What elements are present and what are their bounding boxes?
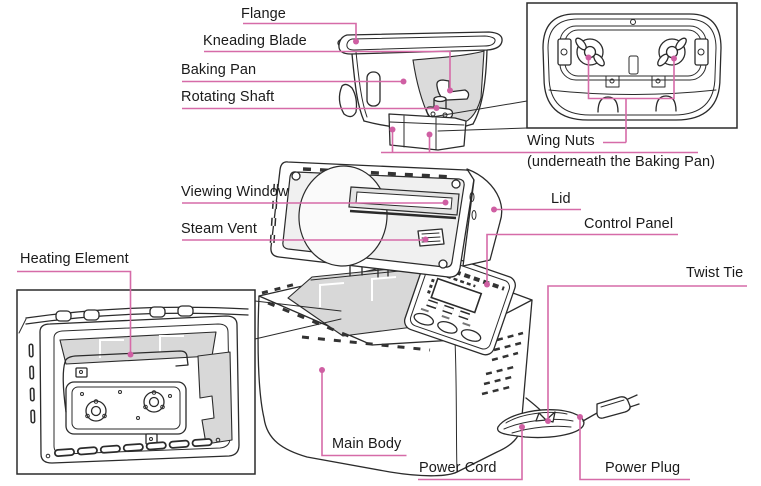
label-twist-tie: Twist Tie	[686, 265, 744, 281]
wing-nut-right	[657, 37, 687, 67]
label-main-body: Main Body	[332, 436, 402, 452]
label-viewing-window: Viewing Window	[181, 184, 289, 200]
flange-callout	[243, 22, 357, 40]
viewing-window-illustration	[348, 186, 460, 220]
control-panel-callout	[486, 233, 678, 283]
steam-vent-illustration	[417, 228, 445, 247]
wing-nuts-pan-callout	[391, 131, 431, 153]
main-body-callout	[321, 372, 407, 457]
wing-nuts-inset	[526, 2, 738, 129]
power-plug-callout	[579, 419, 690, 481]
label-power-cord: Power Cord	[419, 460, 497, 476]
inset-wedge-top-right	[431, 100, 528, 132]
power-plug-illustration	[596, 394, 640, 419]
label-kneading-blade: Kneading Blade	[203, 33, 307, 49]
twist-tie-illustration	[535, 412, 547, 422]
lid-illustration	[269, 161, 503, 278]
label-power-plug: Power Plug	[605, 460, 681, 476]
wing-nut-left	[575, 37, 605, 67]
label-baking-pan: Baking Pan	[181, 62, 257, 78]
kneading-blade-illustration	[433, 79, 470, 114]
power-cord-illustration	[496, 394, 640, 439]
inset-wedge-bottom-left	[254, 300, 342, 340]
heating-element-callout	[17, 270, 132, 353]
twist-tie-callout	[547, 285, 747, 420]
heating-element-inset	[16, 289, 256, 475]
wing-nuts-inset-callout	[587, 59, 675, 144]
label-flange: Flange	[241, 6, 286, 22]
baking-pan-illustration	[337, 31, 503, 151]
label-wing-nuts-note: (underneath the Baking Pan)	[527, 154, 716, 170]
label-rotating-shaft: Rotating Shaft	[181, 89, 275, 105]
label-lid: Lid	[551, 191, 571, 207]
label-wing-nuts: Wing Nuts	[527, 133, 595, 149]
heating-element-illustration	[62, 350, 189, 413]
label-heating-element: Heating Element	[20, 251, 129, 267]
power-cord-callout	[418, 429, 523, 481]
label-steam-vent: Steam Vent	[181, 221, 257, 237]
side-vents	[481, 331, 524, 396]
label-control-panel: Control Panel	[584, 216, 674, 232]
callout-lines	[17, 22, 747, 481]
kneading-blade-callout	[204, 50, 451, 89]
